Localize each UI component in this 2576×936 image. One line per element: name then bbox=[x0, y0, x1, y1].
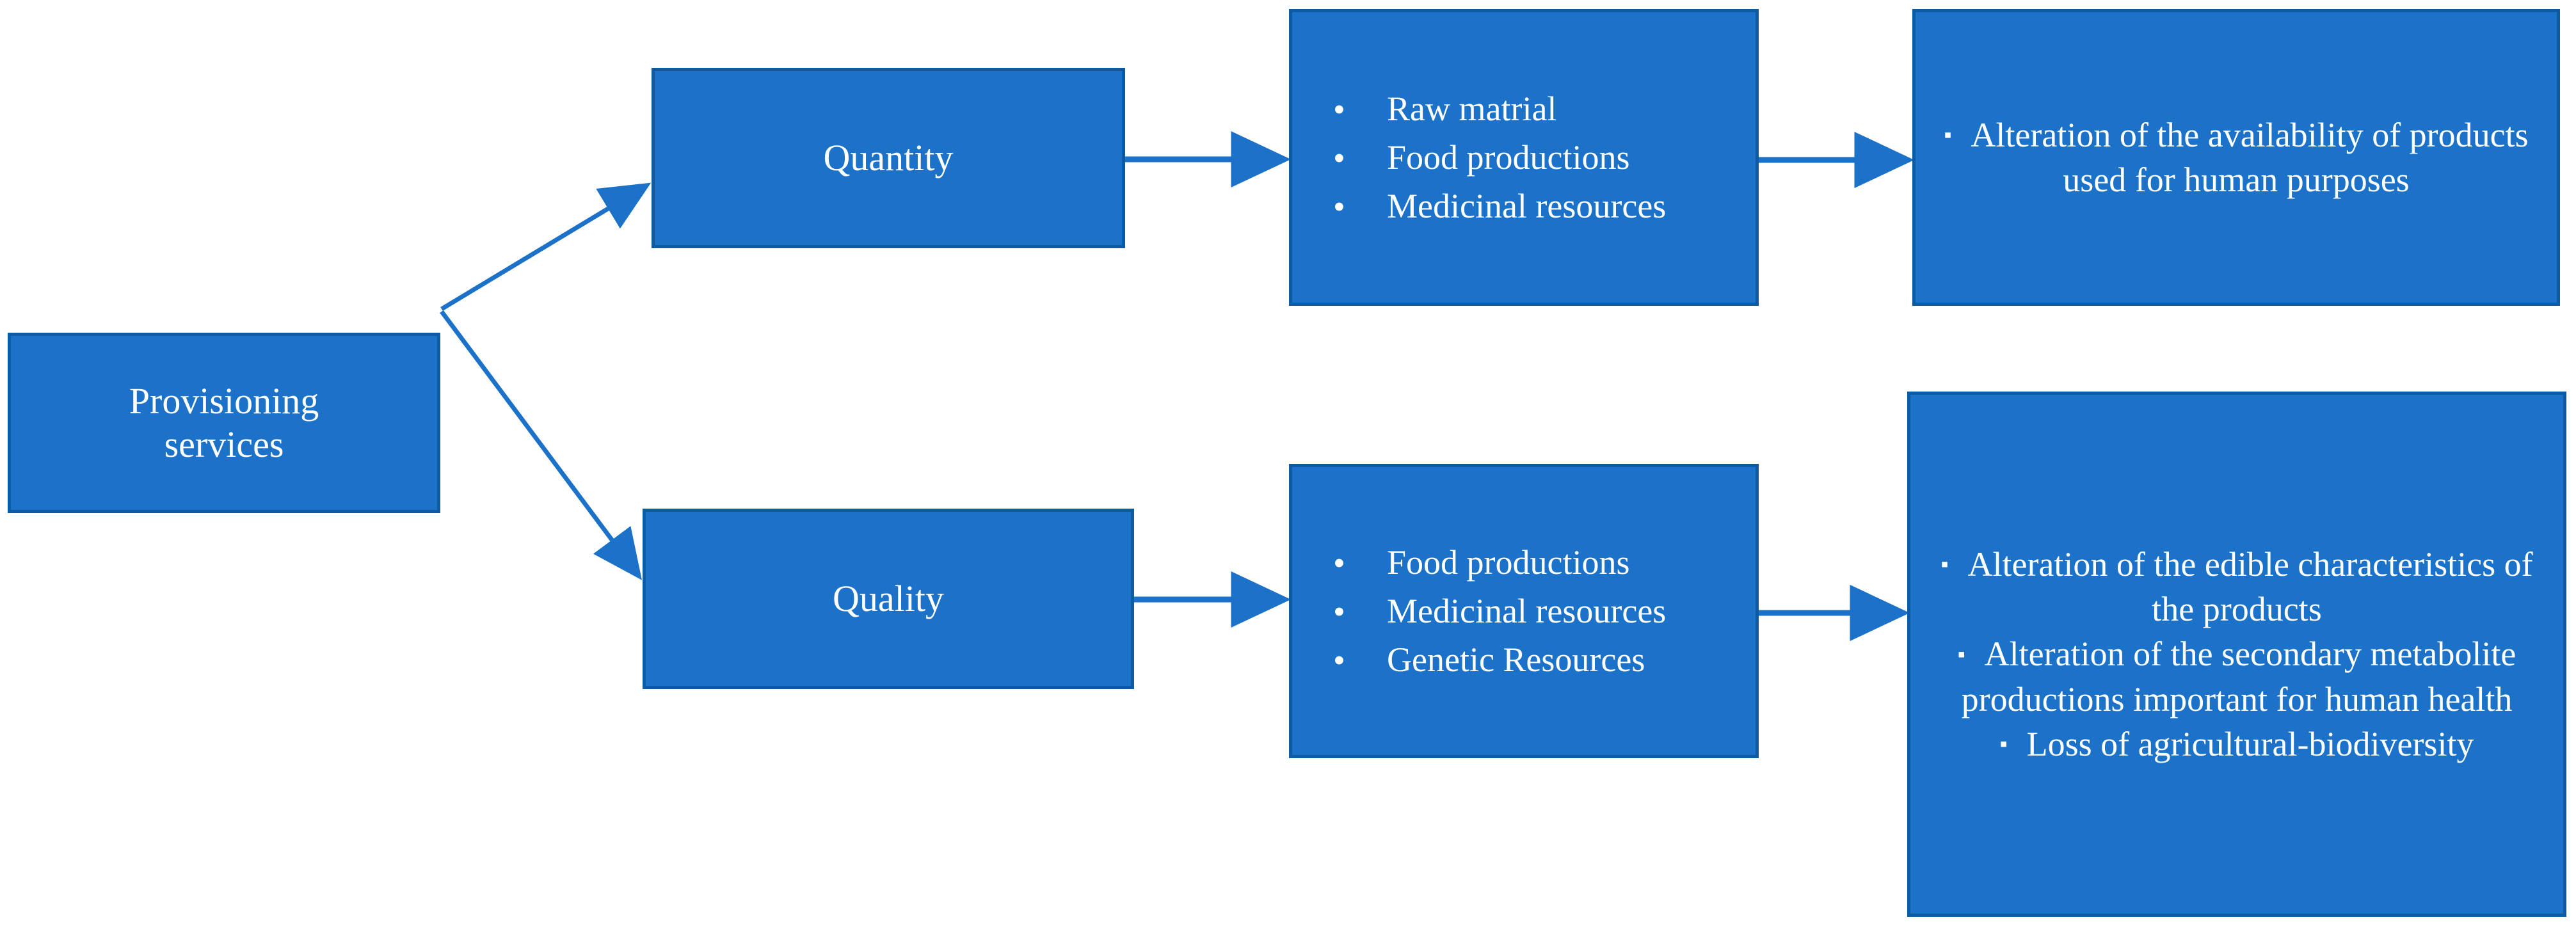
list-item: • Medicinal resources bbox=[1311, 589, 1756, 633]
list-item-label: Food productions bbox=[1387, 543, 1630, 582]
quantity-items-list: • Raw matrial • Food productions • Medic… bbox=[1292, 86, 1756, 229]
list-item: ▪Alteration of the secondary metabolite … bbox=[1927, 631, 2547, 721]
arrow-root-to-quantity bbox=[440, 182, 652, 311]
quantity-impact-list: ▪ Alteration of the availability of produ… bbox=[1916, 113, 2557, 202]
bullet-disc-icon: • bbox=[1333, 90, 1345, 129]
list-item-label: Medicinal resources bbox=[1387, 187, 1667, 226]
list-item-label: Loss of agricultural-biodiversity bbox=[2026, 724, 2474, 763]
node-category-quantity[interactable]: Quantity bbox=[652, 68, 1125, 248]
list-item: • Genetic Resources bbox=[1311, 637, 1756, 682]
list-item-label: Alteration of the secondary metabolite p… bbox=[1961, 635, 2516, 718]
list-item: • Raw matrial bbox=[1311, 86, 1756, 131]
bullet-disc-icon: • bbox=[1333, 187, 1345, 226]
list-item: ▪ Alteration of the availability of produ… bbox=[1932, 113, 2540, 202]
node-category-quantity-label: Quantity bbox=[823, 136, 954, 178]
node-quantity-impact[interactable]: ▪ Alteration of the availability of produ… bbox=[1912, 9, 2560, 306]
bullet-square-icon: ▪ bbox=[1957, 642, 1965, 667]
bullet-square-icon: ▪ bbox=[1944, 123, 1952, 148]
node-quality-items[interactable]: • Food productions • Medicinal resources… bbox=[1289, 464, 1759, 758]
list-item-label: Alteration of the edible characteristics… bbox=[1967, 545, 2533, 629]
provisioning-line-1: Provisioning bbox=[129, 379, 319, 422]
node-quantity-items[interactable]: • Raw matrial • Food productions • Medic… bbox=[1289, 9, 1759, 306]
bullet-disc-icon: • bbox=[1333, 641, 1345, 680]
node-category-quality[interactable]: Quality bbox=[643, 509, 1134, 689]
list-item-label: Medicinal resources bbox=[1387, 591, 1667, 630]
provisioning-line-2: services bbox=[164, 424, 284, 465]
bullet-disc-icon: • bbox=[1333, 138, 1345, 177]
quality-impact-list: ▪Alteration of the edible characteristic… bbox=[1910, 542, 2563, 766]
node-quality-impact[interactable]: ▪Alteration of the edible characteristic… bbox=[1907, 392, 2566, 917]
node-provisioning-services[interactable]: Provisioning services bbox=[8, 333, 440, 513]
list-item: ▪ Alteration of the edible characteristic… bbox=[1927, 542, 2547, 631]
list-item: • Medicinal resources bbox=[1311, 184, 1756, 228]
quality-items-list: • Food productions • Medicinal resources… bbox=[1292, 540, 1756, 683]
list-item: • Food productions bbox=[1311, 540, 1756, 585]
arrow-root-to-quality bbox=[440, 310, 643, 580]
bullet-disc-icon: • bbox=[1333, 543, 1345, 582]
bullet-square-icon: ▪ bbox=[1940, 553, 1949, 577]
bullet-square-icon: ▪ bbox=[1999, 732, 2008, 756]
node-provisioning-services-label: Provisioning services bbox=[11, 379, 437, 467]
list-item-label: Food productions bbox=[1387, 138, 1630, 177]
list-item: ▪ Loss of agricultural-biodiversity bbox=[1927, 722, 2547, 766]
list-item-label: Genetic Resources bbox=[1387, 640, 1645, 679]
bullet-disc-icon: • bbox=[1333, 592, 1345, 631]
list-item-label: Alteration of the availability of produc… bbox=[1971, 115, 2529, 199]
list-item-label: Raw matrial bbox=[1387, 89, 1557, 128]
node-category-quality-label: Quality bbox=[833, 577, 944, 619]
list-item: • Food productions bbox=[1311, 135, 1756, 180]
